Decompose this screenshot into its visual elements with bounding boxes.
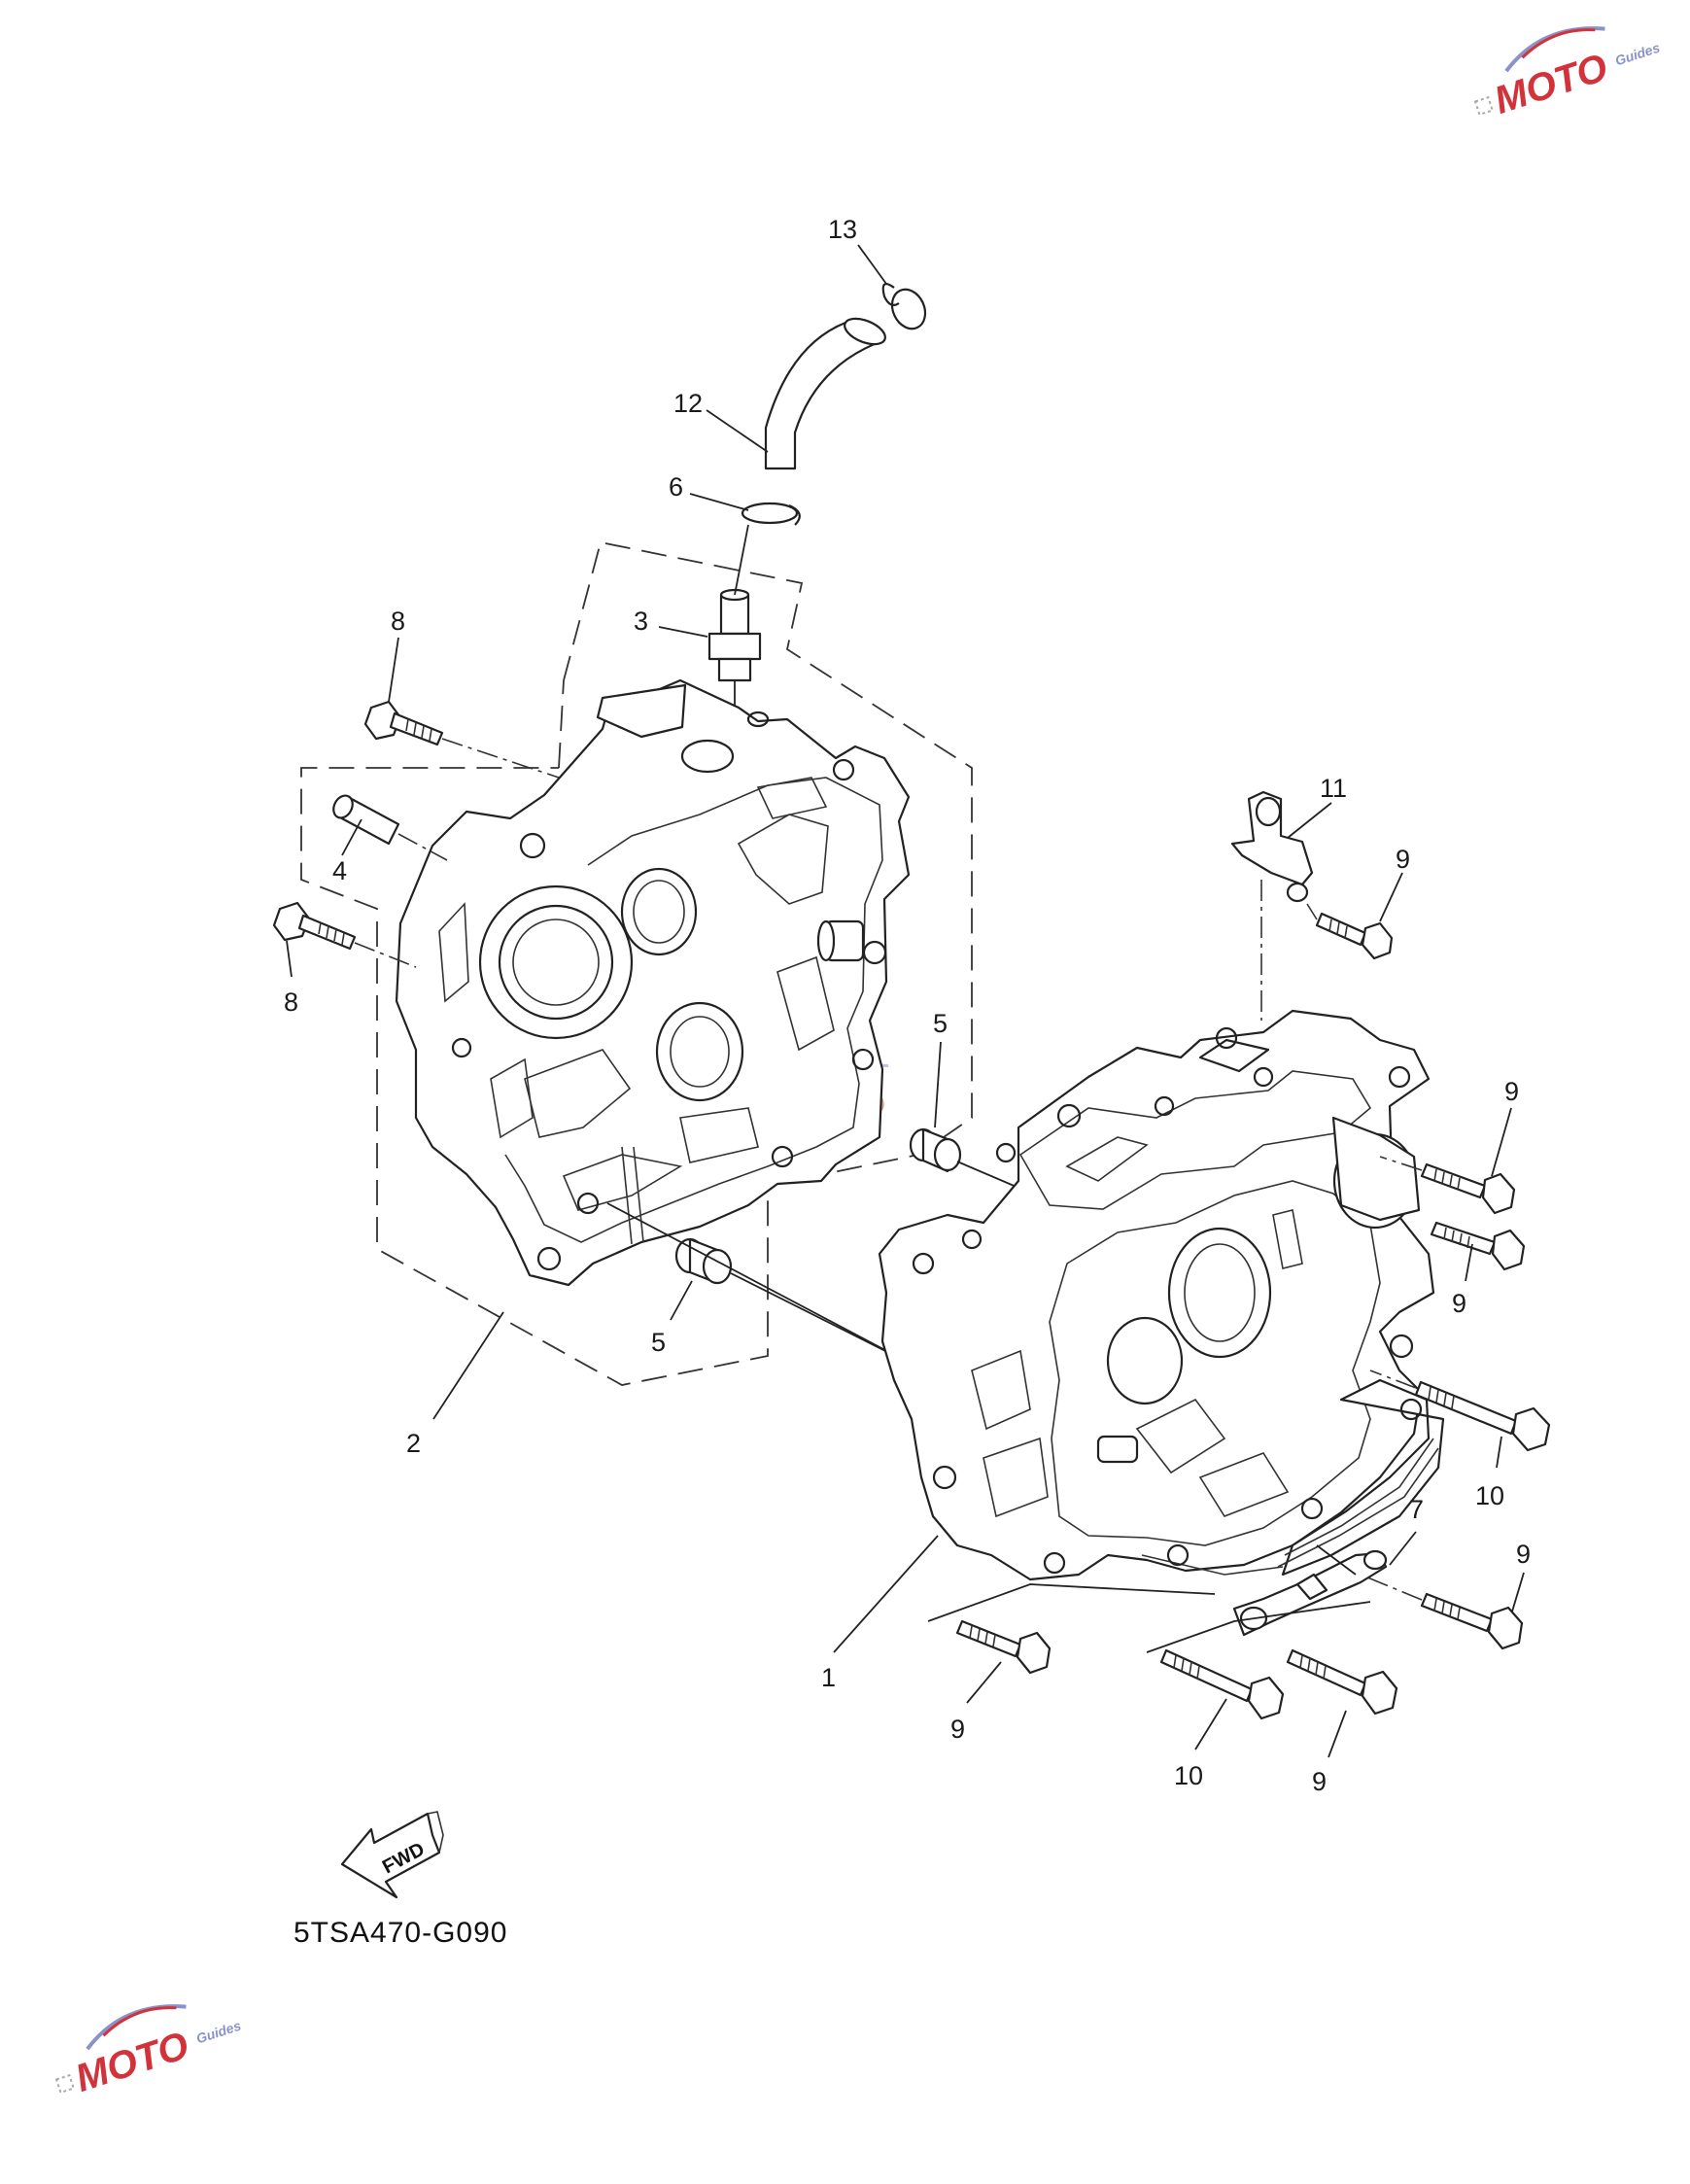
fwd-arrow: FWD (340, 1811, 444, 1899)
part-2-left-crankcase (395, 678, 911, 1287)
callout-13: 13 (828, 215, 857, 244)
callout-9-e: 9 (950, 1715, 965, 1744)
callout-2: 2 (406, 1429, 421, 1458)
callout-9-c: 9 (1452, 1289, 1466, 1318)
watermark-text-top: MOTO (1489, 46, 1612, 122)
part-5-dowel-lower (674, 1237, 733, 1285)
callout-8-upper: 8 (391, 607, 405, 636)
callout-9-f: 9 (1312, 1767, 1327, 1796)
callout-5-lower: 5 (651, 1328, 666, 1357)
watermark-subtext-top: Guides (1613, 40, 1662, 69)
part-9-bolt-b (1379, 1156, 1516, 1215)
part-6-clip (741, 502, 801, 526)
callout-9-b: 9 (1504, 1077, 1519, 1106)
bolt-group-leader-right (1146, 1601, 1371, 1653)
callout-labels: 13 12 6 3 8 4 8 11 9 5 9 9 5 2 10 7 9 1 … (284, 215, 1531, 1796)
part-9-bolt-c (1430, 1221, 1526, 1271)
part-10-bolt-b (1159, 1648, 1285, 1720)
callout-9-d: 9 (1516, 1540, 1531, 1569)
part-9-bolt-d (1360, 1574, 1524, 1650)
callout-11: 11 (1320, 774, 1347, 803)
callout-4: 4 (332, 856, 347, 885)
part-5-dowel-upper (909, 1127, 1026, 1192)
watermark-logo-top: MOTO Guides (1473, 26, 1662, 122)
boundary-left-case-inner (558, 679, 565, 769)
part-12-breather-hose (764, 317, 886, 470)
part-7-clamp-plate (1232, 1549, 1388, 1637)
part-9-bolt-f (1286, 1648, 1398, 1716)
bolt-group-leader-left (927, 1583, 1216, 1622)
callout-8-lower: 8 (284, 988, 298, 1017)
watermark-logo-bottom: MOTO Guides (54, 2004, 243, 2100)
callout-7: 7 (1409, 1495, 1424, 1524)
part-8-bolt-upper (363, 700, 560, 779)
part-10-bolt-a (1369, 1369, 1551, 1452)
callout-10-b: 10 (1174, 1761, 1203, 1790)
callout-6: 6 (669, 472, 683, 502)
part-13-hose-clip (881, 283, 927, 330)
callout-3: 3 (634, 607, 648, 636)
callout-10-a: 10 (1475, 1481, 1504, 1510)
callout-9-a: 9 (1396, 845, 1410, 874)
callout-1: 1 (821, 1663, 836, 1692)
callout-12: 12 (673, 389, 703, 418)
callout-5-upper: 5 (933, 1009, 948, 1038)
part-4-dowel-pin (332, 794, 448, 861)
alignment-leader-lower (606, 1202, 934, 1376)
part-9-bolt-e (955, 1619, 1052, 1675)
watermark-subtext-bottom: Guides (194, 2018, 243, 2047)
part-1-right-crankcase (878, 1009, 1445, 1581)
diagram-code: 5TSA470-G090 (293, 1917, 507, 1949)
part-11-bracket (1230, 790, 1314, 1021)
callout-leaders (286, 244, 1525, 1758)
part-9-bolt-a (1306, 903, 1394, 960)
part-8-bolt-lower (272, 901, 417, 968)
watermark-text-bottom: MOTO (70, 2024, 193, 2100)
